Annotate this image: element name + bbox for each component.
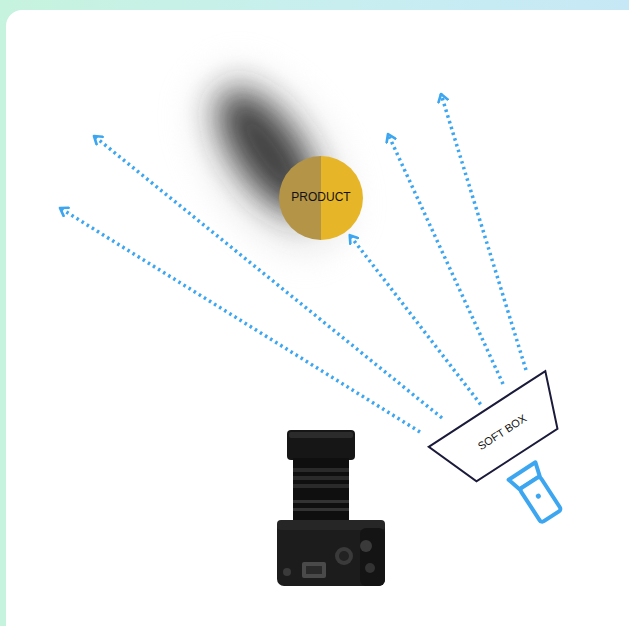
camera-illustration (277, 430, 385, 586)
light-ray (60, 208, 420, 432)
light-ray-connector (350, 235, 481, 404)
light-rays (60, 94, 526, 432)
softbox-polygon (429, 371, 576, 493)
light-ray (94, 136, 442, 418)
flash-icon (509, 462, 565, 525)
light-ray (441, 94, 526, 370)
product-circle: PRODUCT (279, 156, 363, 240)
product-shadow (161, 38, 383, 281)
light-ray (388, 134, 503, 384)
node-label: PRODUCT (291, 191, 350, 205)
